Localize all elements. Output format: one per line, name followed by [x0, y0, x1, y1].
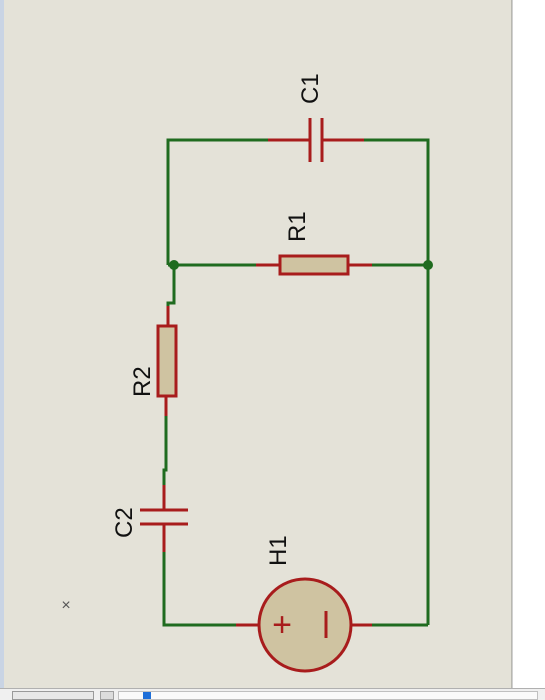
vertical-scrollbar[interactable]	[512, 0, 545, 688]
label-r2: R2	[129, 366, 156, 397]
origin-marker: ×	[61, 597, 70, 614]
wire-c1-right	[352, 138, 430, 265]
junction-right	[423, 260, 433, 270]
label-h1: H1	[265, 535, 292, 566]
label-c1: C1	[297, 73, 324, 104]
wires	[162, 138, 430, 627]
capacitor-c1[interactable]	[268, 118, 364, 162]
wire-c2-to-source	[162, 548, 238, 627]
circuit-diagram: C1 R1 R2 C2 + H1 ×	[61, 73, 433, 673]
horizontal-scrollbar[interactable]	[118, 691, 538, 700]
source-plus-sign: +	[272, 606, 292, 644]
capacitor-c2[interactable]	[140, 485, 188, 552]
horizontal-scroll-thumb[interactable]	[143, 692, 151, 699]
label-c2: C2	[111, 507, 138, 538]
resistor-r2[interactable]	[156, 306, 178, 416]
resistor-r1[interactable]	[256, 254, 372, 276]
source-h1[interactable]: +	[236, 577, 372, 673]
wire-r2-to-c2	[162, 412, 168, 488]
bottom-toolbar	[0, 688, 545, 700]
junction-left	[169, 260, 179, 270]
scroll-left-button[interactable]	[100, 691, 114, 700]
wire-top-c1	[166, 138, 288, 265]
label-r1: R1	[284, 211, 311, 242]
sheet-tab[interactable]	[12, 691, 94, 700]
wire-junction-to-r2	[166, 265, 176, 310]
